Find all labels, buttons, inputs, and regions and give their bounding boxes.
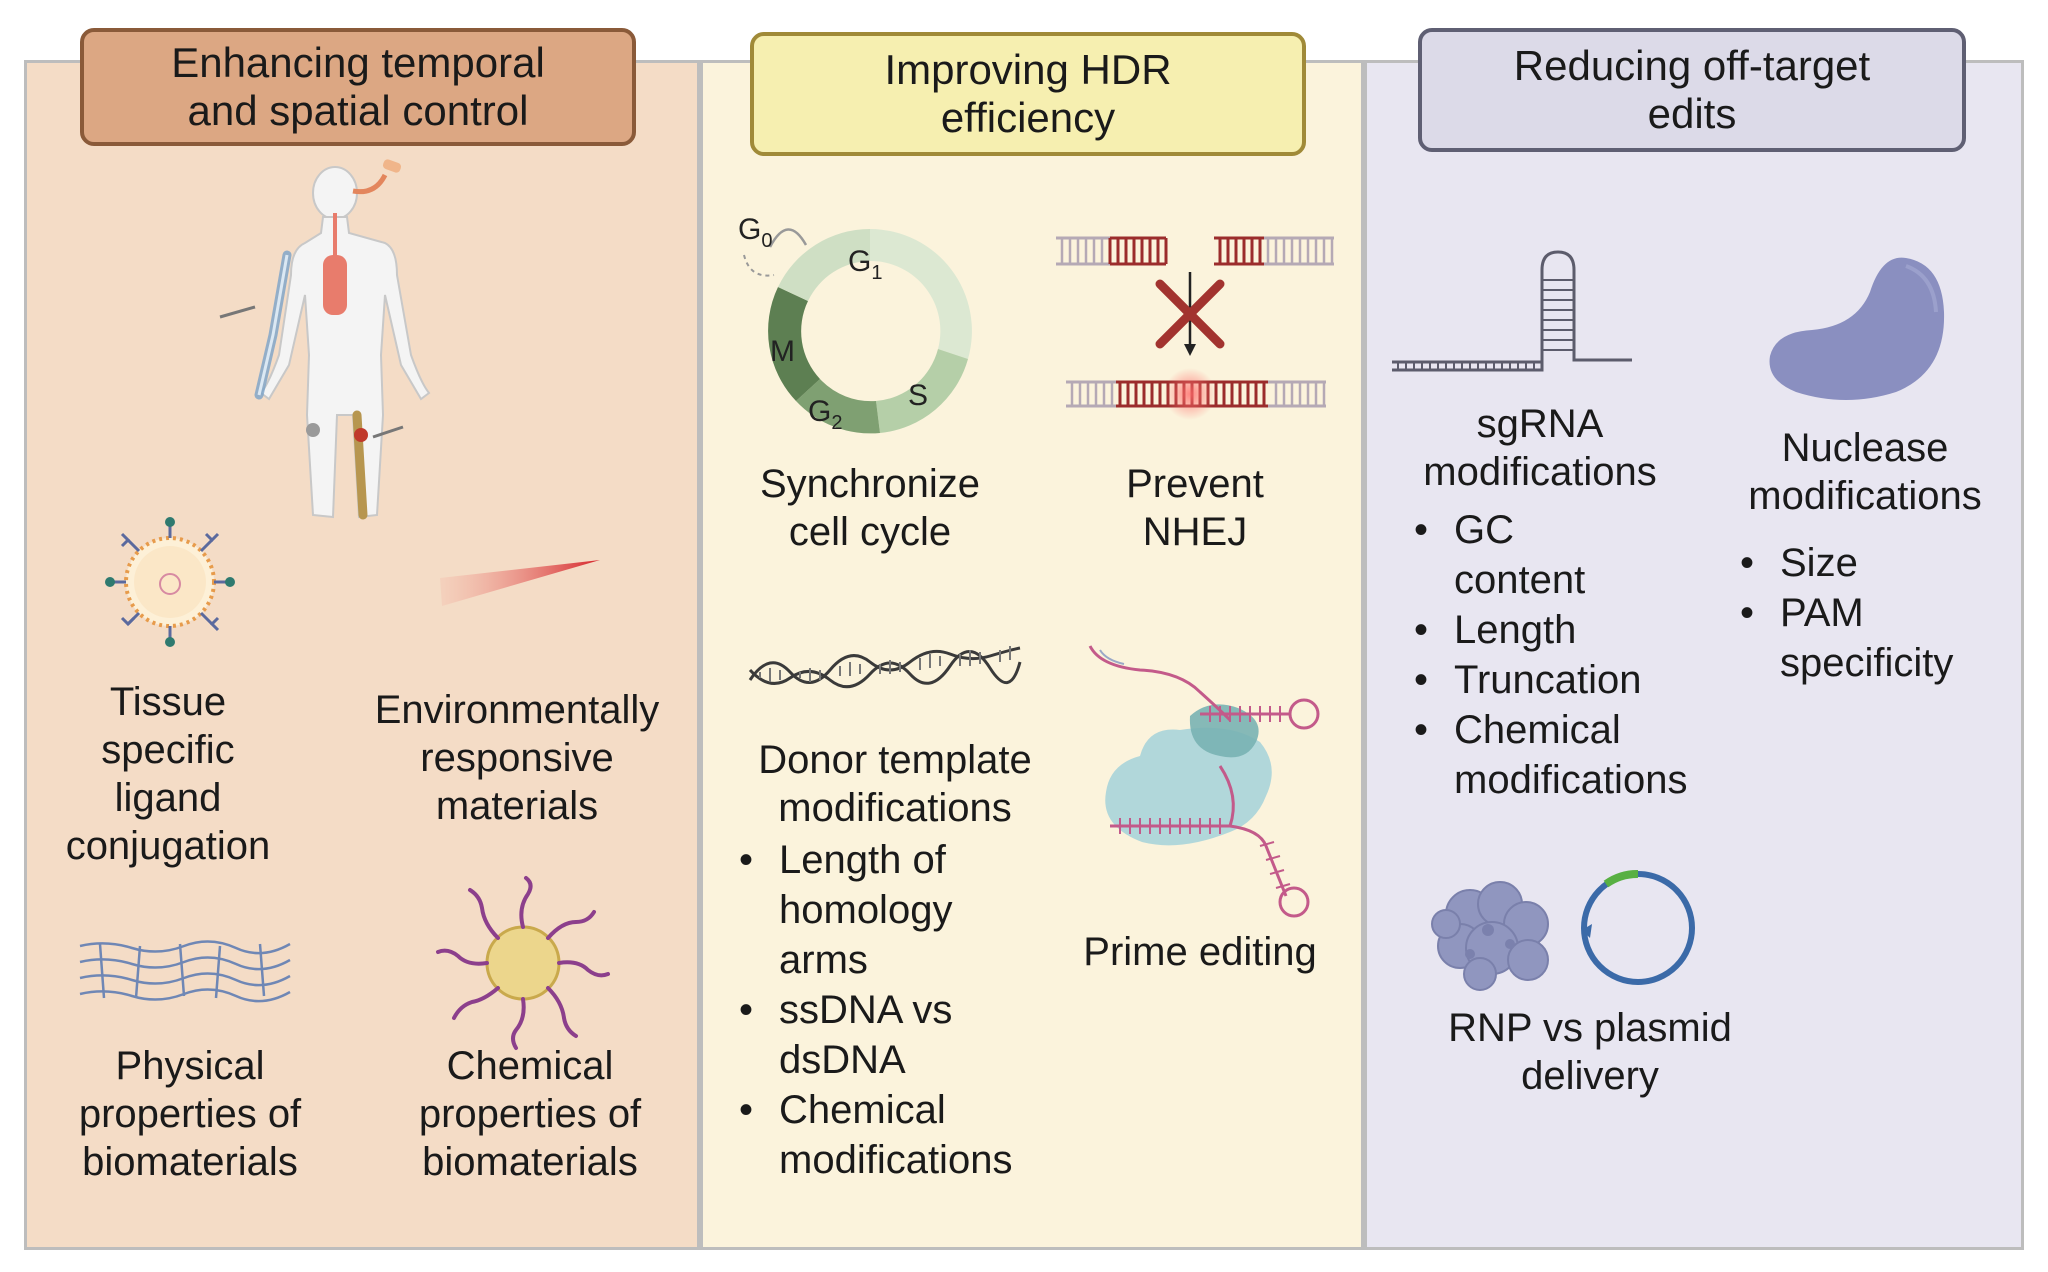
label-prime-editing: Prime editing bbox=[1083, 930, 1317, 974]
label-synchronize-cell-cycle: Synchronize cell cycle bbox=[759, 462, 981, 554]
bullet-ssdna-vs-dsdna: ssDNA vs dsDNA bbox=[735, 985, 1065, 1085]
label-physical-properties: Physical properties of biomaterials bbox=[78, 1044, 302, 1184]
rnp-protein-icon bbox=[1431, 881, 1549, 991]
label-chemical-properties: Chemical properties of biomaterials bbox=[418, 1044, 642, 1184]
label-nuclease-modifications: Nuclease modifications bbox=[1748, 426, 1982, 518]
nanoparticle-icon bbox=[105, 517, 235, 647]
panel-title-temporal-spatial: Enhancing temporal and spatial control bbox=[80, 28, 636, 146]
bullet-chemical-modifications-donor: Chemical modifications bbox=[735, 1085, 1065, 1185]
panel-title-off-target: Reducing off-target edits bbox=[1418, 28, 1966, 152]
plasmid-icon bbox=[1581, 869, 1695, 985]
label-rnp-vs-plasmid: RNP vs plasmid delivery bbox=[1448, 1006, 1732, 1098]
phase-s-label: S bbox=[908, 379, 928, 412]
phase-m-label: M bbox=[770, 335, 795, 368]
bullet-length: Length bbox=[1410, 605, 1740, 655]
bullet-chemical-modifications-sgrna: Chemical modifications bbox=[1410, 705, 1740, 805]
sgrna-bullet-list: GC content Length Truncation Chemical mo… bbox=[1410, 505, 1740, 805]
nuclease-icon bbox=[1769, 257, 1945, 400]
prime-editor-icon bbox=[1088, 645, 1320, 918]
label-sgrna-modifications: sgRNA modifications bbox=[1423, 402, 1657, 494]
bullet-size: Size bbox=[1736, 538, 2016, 588]
bullet-homology-arms: Length of homology arms bbox=[735, 835, 1065, 985]
dna-helix-icon bbox=[748, 646, 1022, 689]
sgrna-hairpin-icon bbox=[1392, 250, 1632, 372]
donor-template-bullet-list: Length of homology arms ssDNA vs dsDNA C… bbox=[735, 835, 1065, 1185]
biomaterial-mesh-icon bbox=[79, 940, 291, 1003]
nhej-dna-break-icon bbox=[1056, 236, 1334, 420]
micelle-icon bbox=[436, 876, 610, 1050]
label-tissue-specific: Tissue specific ligand conjugation bbox=[65, 680, 271, 868]
human-body-icon bbox=[219, 159, 431, 520]
cell-cycle-diagram: G0 G1 S G2 M bbox=[738, 213, 972, 434]
phase-g0-label: G0 bbox=[738, 213, 772, 252]
label-prevent-nhej: Prevent NHEJ bbox=[1126, 462, 1264, 554]
bullet-truncation: Truncation bbox=[1410, 655, 1740, 705]
light-beam-icon bbox=[440, 560, 600, 606]
nuclease-bullet-list: Size PAM specificity bbox=[1736, 538, 2016, 688]
label-donor-template: Donor template modifications bbox=[758, 738, 1032, 830]
bullet-pam-specificity: PAM specificity bbox=[1736, 588, 2016, 688]
label-environmentally-responsive: Environmentally responsive materials bbox=[374, 688, 660, 828]
bullet-gc-content: GC content bbox=[1410, 505, 1740, 605]
panel-title-hdr-efficiency: Improving HDR efficiency bbox=[750, 32, 1306, 156]
